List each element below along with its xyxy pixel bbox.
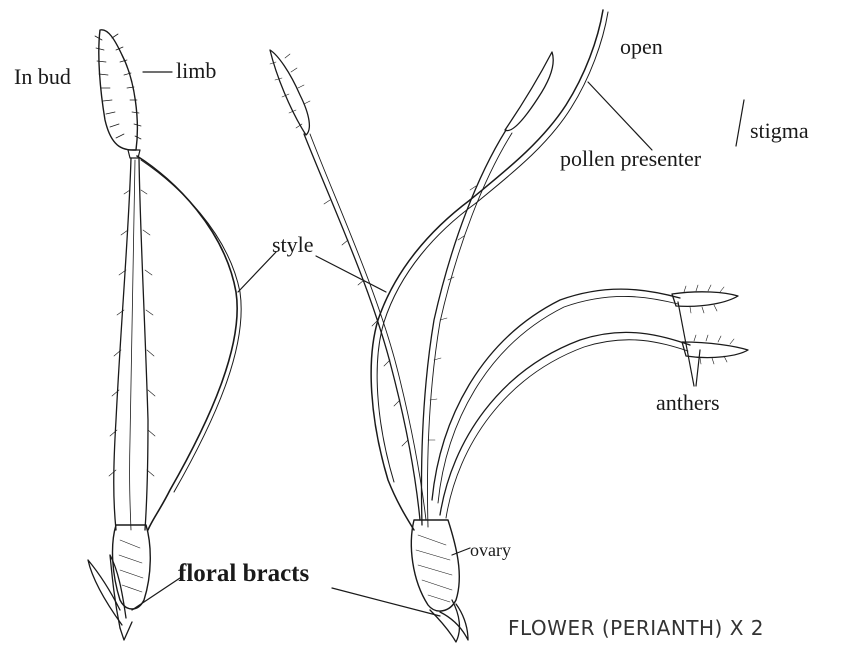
bud-bract-left — [88, 560, 122, 625]
open-anther-arm-2b — [446, 340, 688, 518]
label-limb: limb — [176, 58, 216, 84]
bud-ovary — [113, 525, 151, 609]
bud-style-inner — [141, 160, 241, 492]
anther-lower — [682, 342, 748, 358]
label-anthers: anthers — [656, 390, 720, 416]
leader-bract-left — [132, 578, 180, 610]
label-stigma: stigma — [750, 118, 809, 144]
label-in-bud: In bud — [14, 64, 71, 90]
anther-upper — [672, 292, 738, 307]
leader-bract-right — [332, 588, 440, 616]
label-style: style — [272, 232, 314, 258]
open-limb-hairs — [270, 54, 310, 128]
open-bract-2 — [440, 604, 468, 640]
bud-limb — [99, 30, 138, 150]
figure-caption: FLOWER (PERIANTH) X 2 — [508, 616, 764, 640]
divider-slash — [736, 100, 744, 146]
leader-anther-lower — [696, 350, 700, 386]
open-anther-arm-1 — [432, 289, 680, 500]
open-segment-1 — [304, 134, 420, 520]
leader-ovary — [452, 548, 470, 555]
label-ovary: ovary — [470, 540, 511, 561]
open-anther-arm-1b — [438, 296, 678, 503]
open-limb-segment — [270, 50, 309, 135]
label-floral-bracts: floral bracts — [178, 560, 309, 588]
open-anther-arm-2 — [440, 332, 690, 515]
bud-ovary-hatch — [119, 540, 143, 592]
open-bract-1 — [430, 600, 459, 642]
leader-style-to-open — [316, 256, 386, 292]
bud-perianth-right-edge — [139, 158, 148, 530]
bud-perianth-left-edge — [114, 158, 131, 530]
open-limb-2 — [505, 52, 553, 131]
leader-anther-upper — [678, 302, 694, 386]
bud-flower — [88, 30, 241, 640]
label-open: open — [620, 34, 663, 60]
bud-perianth-midrib — [130, 160, 135, 530]
label-pollen-presenter: pollen presenter — [560, 146, 701, 172]
open-segment-2b — [428, 133, 513, 527]
leader-pollen-presenter — [588, 82, 652, 150]
bud-style — [137, 156, 237, 530]
leader-style-to-bud — [238, 252, 276, 292]
bud-limb-hairs — [95, 34, 141, 139]
anther-upper-hairs — [684, 285, 724, 313]
open-pollen-presenter-b — [476, 12, 608, 203]
